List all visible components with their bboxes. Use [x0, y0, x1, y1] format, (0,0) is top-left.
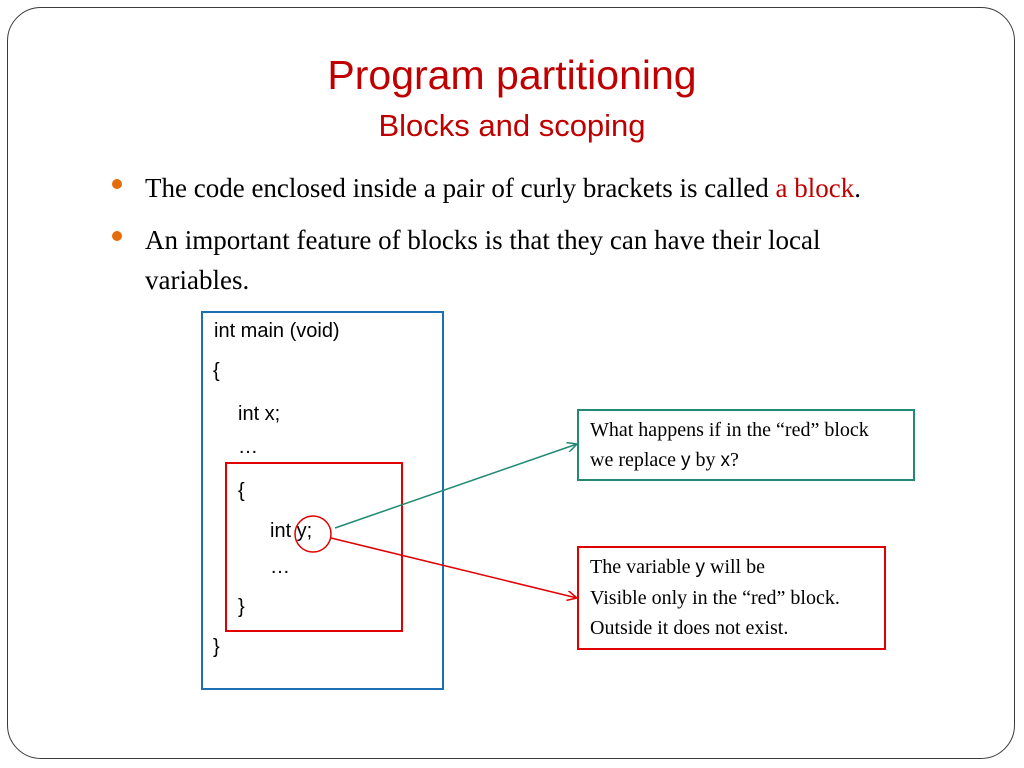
question-line: What happens if in the “red” block: [590, 419, 869, 441]
bullet-highlight: a block: [775, 173, 855, 203]
bullet-dot-icon: [112, 231, 122, 241]
question-line: we replace y by x?: [590, 445, 913, 476]
bullet-line: variables.: [145, 265, 250, 295]
answer-text: The variable: [590, 556, 696, 578]
code-ellipsis-inner: …: [270, 556, 290, 578]
bullet-text: An important feature of blocks is that t…: [145, 220, 945, 300]
code-close-outer: }: [213, 636, 220, 658]
answer-line: Outside it does not exist.: [590, 617, 789, 639]
answer-text: will be: [705, 556, 765, 578]
var-y: y: [681, 450, 691, 471]
answer-line: Visible only in the “red” block.: [590, 587, 840, 609]
code-decl-x: int x;: [238, 403, 281, 425]
bullet-dot-icon: [112, 179, 122, 189]
bullet-text-after: .: [854, 173, 861, 203]
code-ellipsis-outer: …: [238, 436, 258, 458]
question-text: ?: [730, 449, 739, 471]
var-x: x: [720, 450, 731, 471]
question-text: we replace: [590, 449, 682, 471]
question-text: by: [690, 449, 721, 471]
inner-red-block: [225, 462, 403, 632]
code-open-inner: {: [238, 480, 245, 502]
bullet-line: An important feature of blocks is that t…: [145, 225, 821, 255]
bullet-text-before: The code enclosed inside a pair of curly…: [145, 173, 776, 203]
var-y: y: [695, 557, 706, 578]
question-callout: What happens if in the “red” block we re…: [577, 409, 915, 481]
answer-callout: The variable y will be Visible only in t…: [577, 546, 886, 650]
code-close-inner: }: [238, 596, 245, 618]
slide-subtitle: Blocks and scoping: [378, 108, 646, 143]
slide-title: Program partitioning: [327, 52, 697, 98]
code-decl-y: int y;: [270, 520, 313, 542]
bullet-text: The code enclosed inside a pair of curly…: [145, 168, 945, 208]
code-open-outer: {: [213, 360, 220, 382]
answer-line: The variable y will be: [590, 552, 884, 583]
code-signature: int main (void): [214, 320, 340, 342]
